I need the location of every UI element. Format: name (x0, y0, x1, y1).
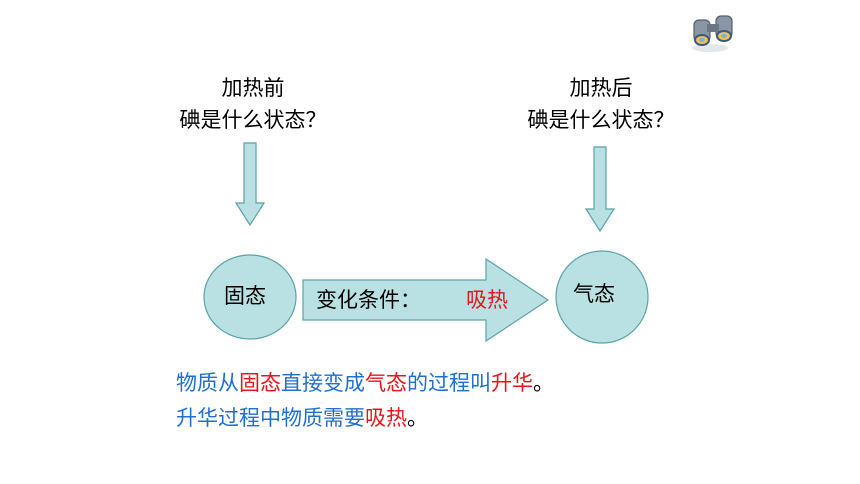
left-question-line1: 加热前 (221, 76, 285, 100)
condition-text: 变化条件： (316, 284, 421, 314)
summary-line-2: 升华过程中物质需要吸热。 (176, 402, 428, 435)
condition-arrow (302, 257, 550, 343)
right-question: 加热后 碘是什么状态？ (516, 72, 686, 136)
summary-1-seg-2: 直接变成 (281, 371, 365, 395)
summary-1-seg-0: 物质从 (176, 371, 239, 395)
summary-2-seg-2: 。 (407, 406, 428, 430)
right-question-line1: 加热后 (569, 76, 633, 100)
summary-2-seg-1: 吸热 (365, 406, 407, 430)
solid-state-label: 固态 (224, 284, 266, 308)
summary-2-seg-0: 升华过程中物质需要 (176, 406, 365, 430)
gas-state-circle (555, 250, 649, 344)
condition-value: 吸热 (466, 288, 508, 312)
left-down-arrow (234, 142, 266, 227)
gas-state-label: 气态 (573, 282, 615, 306)
summary-1-seg-5: 升华 (491, 371, 533, 395)
summary-1-seg-3: 气态 (365, 371, 407, 395)
condition-label: 变化条件： (316, 288, 421, 312)
solid-state-circle (203, 254, 297, 340)
right-question-line2: 碘是什么状态？ (527, 108, 675, 132)
summary-line-1: 物质从固态直接变成气态的过程叫升华。 (176, 367, 554, 400)
summary-1-seg-4: 的过程叫 (407, 371, 491, 395)
summary-1-seg-6: 。 (533, 371, 554, 395)
right-down-arrow (584, 146, 616, 233)
binoculars-icon (692, 15, 733, 52)
left-question-line2: 碘是什么状态？ (179, 108, 327, 132)
summary-1-seg-1: 固态 (239, 371, 281, 395)
left-question: 加热前 碘是什么状态？ (168, 72, 338, 136)
